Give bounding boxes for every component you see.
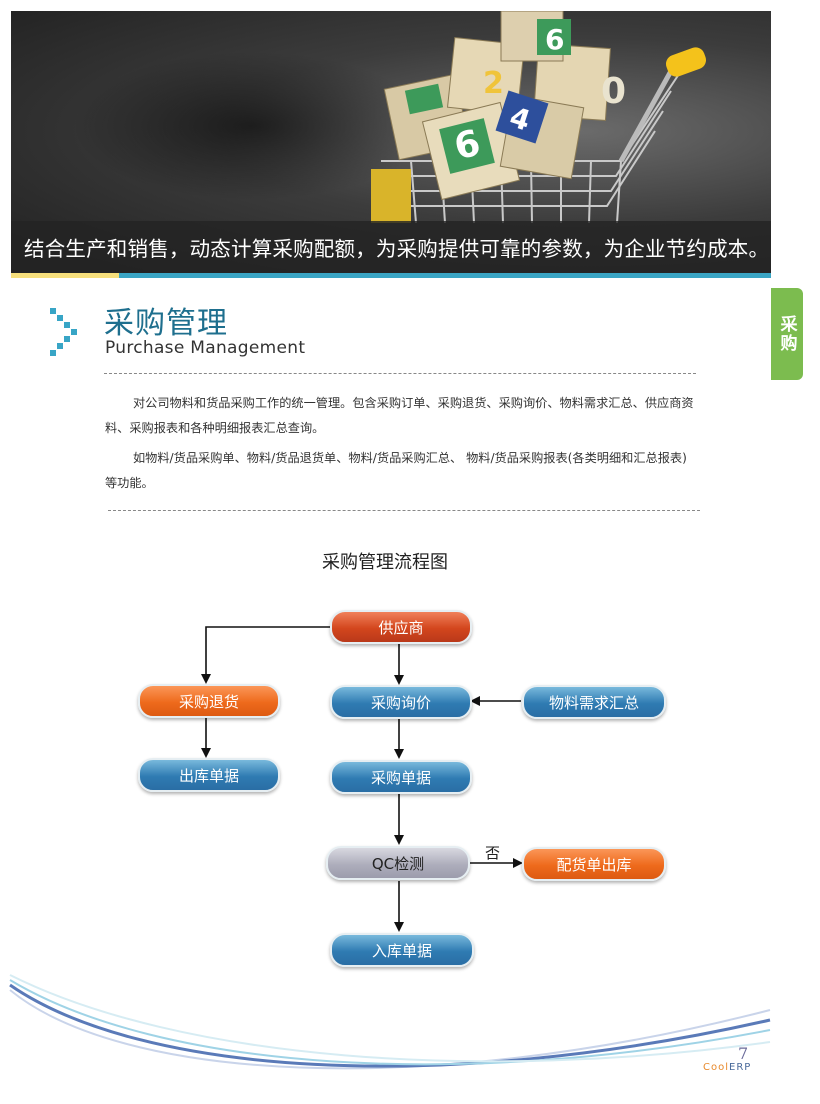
divider-bottom <box>108 510 700 511</box>
divider-top <box>104 373 696 374</box>
flowchart-title: 采购管理流程图 <box>322 552 448 573</box>
node-qc-check-label: QC检测 <box>371 854 425 873</box>
node-outbound-doc: 出库单据 <box>138 758 280 792</box>
brand-suffix: ERP <box>729 1062 752 1073</box>
intro-paragraph-2: 如物料/货品采购单、物料/货品退货单、物料/货品采购汇总、 物料/货品采购报表(… <box>105 446 695 496</box>
svg-text:0: 0 <box>601 71 626 112</box>
intro-paragraph-2-text: 如物料/货品采购单、物料/货品退货单、物料/货品采购汇总、 物料/货品采购报表(… <box>105 451 687 490</box>
brand-logo: CoolERP <box>703 1062 751 1073</box>
branch-no-label: 否 <box>485 844 501 862</box>
node-supplier: 供应商 <box>330 610 472 644</box>
header-banner: 6 4 6 0 2 结合生产和销售，动态计算采购配额，为采购提供可靠的参数，为企… <box>11 11 771 278</box>
caption-band <box>11 221 771 273</box>
chevron-right-icon <box>50 308 77 356</box>
node-delivery-out: 配货单出库 <box>522 847 666 881</box>
node-purchase-doc: 采购单据 <box>330 760 472 794</box>
page-number: 7 <box>738 1044 749 1063</box>
node-material-demand-label: 物料需求汇总 <box>548 693 639 712</box>
node-material-demand: 物料需求汇总 <box>522 685 666 719</box>
node-outbound-doc-label: 出库单据 <box>178 766 239 785</box>
node-inbound-doc-label: 入库单据 <box>371 941 432 960</box>
svg-text:6: 6 <box>545 23 564 56</box>
svg-text:2: 2 <box>483 66 504 101</box>
banner-yellow-bar <box>11 273 119 278</box>
banner-teal-bar <box>119 273 771 278</box>
side-tab-purchase[interactable]: 采购 <box>771 288 803 380</box>
flowchart-connectors <box>201 626 523 932</box>
node-purchase-inquiry-label: 采购询价 <box>370 693 431 712</box>
node-purchase-return-label: 采购退货 <box>178 692 239 711</box>
brand-prefix: Cool <box>703 1062 729 1073</box>
intro-paragraph-1-text: 对公司物料和货品采购工作的统一管理。包含采购订单、采购退货、采购询价、物料需求汇… <box>105 396 694 435</box>
side-tab-label: 采购 <box>776 315 797 353</box>
node-purchase-doc-label: 采购单据 <box>370 768 431 787</box>
node-purchase-inquiry: 采购询价 <box>330 685 472 719</box>
node-supplier-label: 供应商 <box>378 618 424 637</box>
node-qc-check: QC检测 <box>326 846 470 880</box>
shopping-cart-blocks-image: 6 4 6 0 2 <box>371 11 707 223</box>
intro-paragraph-1: 对公司物料和货品采购工作的统一管理。包含采购订单、采购退货、采购询价、物料需求汇… <box>105 391 695 441</box>
banner-caption: 结合生产和销售，动态计算采购配额，为采购提供可靠的参数，为企业节约成本。 <box>24 237 770 261</box>
node-delivery-out-label: 配货单出库 <box>556 855 632 874</box>
section-title: 采购管理 <box>104 306 228 341</box>
footer-swoosh <box>9 974 771 1070</box>
node-purchase-return: 采购退货 <box>138 684 280 718</box>
node-inbound-doc: 入库单据 <box>330 933 474 967</box>
section-subtitle: Purchase Management <box>105 338 306 358</box>
